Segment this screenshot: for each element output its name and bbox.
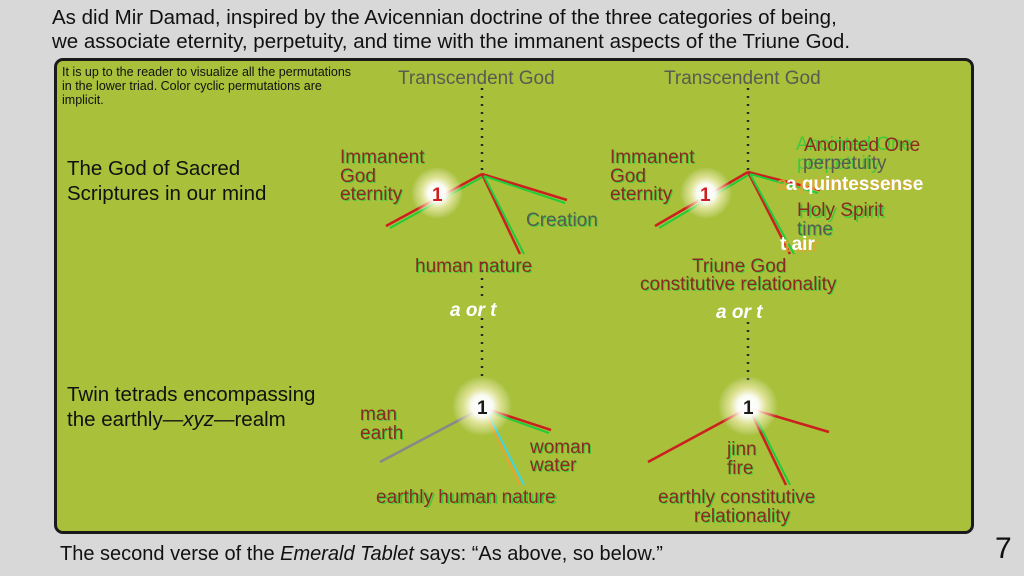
diagram-panel	[54, 58, 974, 534]
header-line-2: we associate eternity, perpetuity, and t…	[52, 30, 851, 53]
label-earthly-human-nature: earthly human nature	[376, 487, 556, 508]
lower-caption-post: —realm	[213, 408, 286, 431]
label-perpetuity: perpetuity	[803, 153, 887, 174]
upper-caption-line-2: Scriptures in our mind	[67, 182, 267, 205]
label-a-or-t: a or t	[716, 302, 763, 323]
branch-line	[480, 173, 522, 255]
node-glow	[680, 167, 732, 219]
label-earth-ghost: earth	[361, 424, 404, 445]
node-number: 1	[477, 398, 488, 419]
label-transcendent-god: Transcendent God	[664, 68, 821, 89]
label-eternity: eternity	[610, 184, 673, 205]
label-creation-ghost: Creation	[527, 211, 599, 232]
label-triune-god: Triune God	[692, 256, 786, 277]
lower-caption-pre: the earthly—	[67, 408, 184, 431]
label-human-nature: human nature	[415, 256, 532, 277]
label-constitutive-ghost: constitutive relationality	[641, 275, 838, 296]
node-glow	[411, 167, 463, 219]
label-t-air: t air	[780, 234, 815, 255]
lower-left-triad: 1 man man earth earth woman woman water …	[360, 376, 592, 509]
lower-triad-caption: Twin tetrads encompassing the earthly—xy…	[67, 382, 315, 432]
label-earth: earth	[360, 423, 403, 444]
node-number: 1	[432, 185, 443, 206]
label-creation: Creation	[526, 210, 598, 231]
label-eternity-ghost: eternity	[611, 185, 674, 206]
label-fire-ghost: fire	[728, 459, 754, 480]
upper-caption-line-1: The God of Sacred	[67, 157, 241, 180]
branch-line	[749, 173, 795, 255]
label-immanent: Immanent	[610, 147, 695, 168]
label-god-ghost: God	[341, 167, 377, 188]
label-holy-spirit: Holy Spirit	[797, 200, 884, 221]
branch-line	[747, 170, 821, 192]
branch-line	[749, 173, 819, 194]
label-immanent: Immanent	[340, 147, 425, 168]
slide-footer: The second verse of the Emerald Tablet s…	[60, 543, 663, 566]
lower-caption-line-2: the earthly—xyz—realm	[67, 407, 315, 432]
label-a-or-t: a or t	[450, 300, 497, 321]
label-triune-god-ghost: Triune God	[693, 257, 787, 278]
label-fire: fire	[727, 458, 753, 479]
label-water: water	[529, 455, 577, 476]
node-number: 1	[700, 185, 711, 206]
footer-emerald-tablet: Emerald Tablet	[280, 543, 414, 565]
label-eternity-ghost: eternity	[341, 185, 404, 206]
node-glow	[718, 376, 778, 436]
label-eternity: eternity	[340, 184, 403, 205]
header-line-1: As did Mir Damad, inspired by the Avicen…	[52, 6, 837, 29]
label-god-ghost: God	[611, 167, 647, 188]
lower-right-triad: 1 jinn jinn fire fire earthly constituti…	[647, 376, 830, 528]
label-human-nature-ghost: human nature	[416, 257, 533, 278]
branch-line	[481, 172, 568, 202]
footer-post: says: “As above, so below.”	[413, 543, 663, 565]
label-god: God	[340, 166, 376, 187]
label-woman-ghost: woman	[530, 438, 592, 459]
footer-pre: The second verse of the	[60, 543, 281, 565]
label-man: man	[360, 404, 397, 425]
upper-triad-caption: The God of Sacred Scriptures in our mind	[67, 156, 266, 206]
label-jinn: jinn	[726, 439, 757, 460]
label-earthly-constitutive: earthly constitutive	[658, 487, 815, 508]
label-anointed-ghost: Anointed One	[796, 134, 912, 155]
label-earthly-human-ghost: earthly human nature	[378, 488, 558, 509]
permutation-note: It is up to the reader to visualize all …	[62, 65, 352, 107]
node-glow	[452, 376, 512, 436]
label-holy-spirit-ghost: Holy Spirit	[799, 202, 886, 223]
label-water-ghost: water	[530, 456, 578, 477]
label-quintessense-ghost: a quintessense	[777, 174, 914, 195]
label-quintessense: a quintessense	[786, 174, 923, 195]
label-relationality: relationality	[694, 506, 791, 527]
upper-right-triad: Transcendent God Immanent Immanent God G…	[610, 68, 923, 382]
lower-caption-line-1: Twin tetrads encompassing	[67, 383, 316, 406]
label-immanent-ghost: Immanent	[611, 148, 696, 169]
label-anointed-one: Anointed One	[804, 135, 920, 156]
label-jinn-ghost: jinn	[727, 440, 758, 461]
label-woman: woman	[529, 437, 591, 458]
branch-line	[483, 175, 525, 255]
label-man-ghost: man	[361, 405, 398, 426]
label-relationality-ghost: relationality	[695, 507, 792, 528]
page-number: 7	[995, 532, 1012, 565]
label-earthly-constitutive-ghost: earthly constitutive	[659, 488, 816, 509]
label-transcendent-god: Transcendent God	[398, 68, 555, 89]
label-time: time	[797, 219, 833, 240]
label-constitutive-relationality: constitutive relationality	[640, 274, 837, 295]
label-perpetuity-ghost: perpetuity	[797, 153, 881, 174]
upper-left-triad: Transcendent God Immanent Immanent God G…	[340, 68, 599, 382]
label-t-air-ghost: t air	[784, 236, 819, 257]
label-immanent-ghost: Immanent	[341, 148, 426, 169]
label-time-ghost: time	[798, 220, 834, 241]
slide-header: As did Mir Damad, inspired by the Avicen…	[52, 6, 992, 54]
branch-line	[483, 175, 566, 204]
node-number: 1	[743, 398, 754, 419]
branch-line	[746, 171, 792, 255]
lower-caption-xyz: xyz	[183, 408, 214, 431]
label-god: God	[610, 166, 646, 187]
